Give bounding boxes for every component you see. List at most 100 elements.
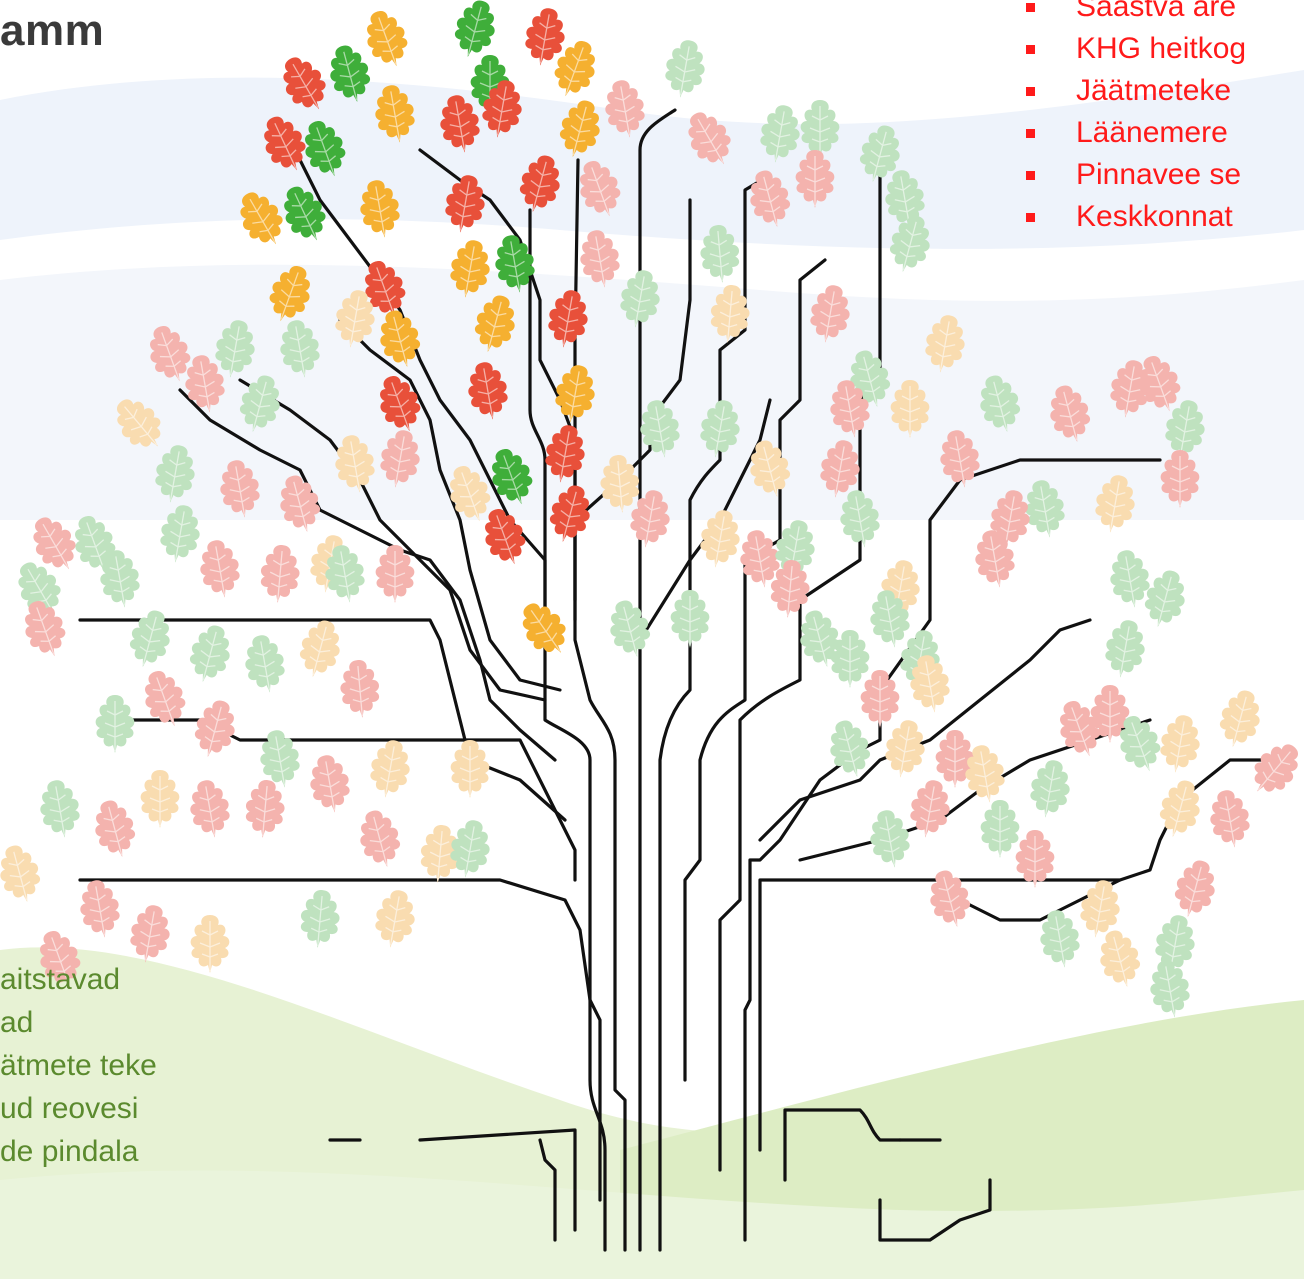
oak-leaf-icon — [280, 475, 321, 533]
oak-leaf-icon — [810, 285, 850, 343]
green-list-item: ad — [0, 1006, 34, 1039]
oak-leaf-icon — [190, 915, 230, 973]
oak-leaf-icon — [375, 890, 415, 948]
oak-leaf-icon — [1150, 960, 1190, 1018]
oak-leaf-icon — [150, 326, 191, 382]
page-title: amm — [0, 6, 105, 55]
oak-leaf-icon — [1165, 400, 1205, 458]
oak-leaf-icon — [770, 560, 810, 618]
oak-leaf-icon — [548, 290, 588, 348]
square-bullet-icon — [1026, 3, 1035, 12]
branch — [638, 398, 772, 642]
oak-leaf-icon — [1159, 780, 1200, 838]
oak-leaf-icon — [340, 660, 380, 718]
oak-leaf-icon — [555, 365, 595, 423]
oak-leaf-icon — [450, 466, 491, 522]
red-list-item: Jäätmeteke — [1026, 70, 1246, 112]
oak-leaf-icon — [140, 770, 180, 828]
oak-leaf-icon — [310, 755, 350, 813]
tree-leaves — [0, 0, 1298, 1018]
oak-leaf-icon — [335, 435, 375, 493]
branch — [538, 1138, 557, 1242]
oak-leaf-icon — [239, 375, 280, 433]
oak-leaf-icon — [1030, 760, 1070, 818]
oak-leaf-icon — [370, 740, 410, 798]
oak-leaf-icon — [245, 780, 285, 838]
oak-leaf-icon — [860, 670, 900, 728]
oak-leaf-icon — [40, 931, 81, 987]
oak-leaf-icon — [330, 45, 371, 103]
oak-leaf-icon — [240, 192, 283, 245]
oak-leaf-icon — [365, 261, 406, 317]
green-list-item: aitstavad — [0, 963, 121, 996]
oak-leaf-icon — [1155, 915, 1195, 973]
oak-leaf-icon — [367, 11, 408, 67]
branch — [238, 378, 547, 702]
oak-leaf-icon — [840, 490, 880, 548]
oak-leaf-icon — [450, 740, 490, 798]
oak-leaf-icon — [450, 240, 490, 298]
green-list-item: ud reovesi — [0, 1092, 139, 1125]
oak-leaf-icon — [160, 505, 200, 563]
oak-leaf-icon — [870, 590, 910, 648]
oak-leaf-icon — [885, 170, 925, 228]
branch — [718, 168, 882, 1172]
oak-leaf-icon — [305, 121, 346, 177]
oak-leaf-icon — [930, 870, 971, 928]
oak-leaf-icon — [155, 445, 195, 503]
green-indicator-list: aitstavad ad ätmete teke ud reovesi de p… — [0, 958, 157, 1173]
oak-leaf-icon — [549, 485, 590, 543]
oak-leaf-icon — [420, 825, 460, 883]
oak-leaf-icon — [100, 550, 140, 608]
oak-leaf-icon — [1095, 475, 1135, 533]
square-bullet-icon — [1026, 87, 1035, 96]
oak-leaf-icon — [830, 720, 871, 778]
oak-leaf-icon — [700, 225, 740, 283]
oak-leaf-icon — [800, 100, 840, 158]
oak-leaf-icon — [1025, 480, 1065, 538]
oak-leaf-icon — [760, 105, 800, 163]
branch — [573, 158, 627, 1252]
oak-leaf-icon — [605, 80, 645, 138]
oak-leaf-icon — [335, 290, 375, 348]
oak-leaf-icon — [700, 400, 740, 458]
oak-leaf-icon — [830, 630, 870, 688]
oak-leaf-icon — [522, 603, 566, 653]
branch — [338, 318, 562, 692]
oak-leaf-icon — [280, 320, 320, 378]
oak-leaf-icon — [1110, 550, 1150, 608]
oak-leaf-icon — [859, 125, 900, 183]
oak-leaf-icon — [129, 610, 170, 668]
oak-leaf-icon — [95, 695, 135, 753]
branch — [638, 108, 677, 1252]
oak-leaf-icon — [299, 620, 340, 678]
oak-leaf-icon — [925, 315, 965, 373]
oak-leaf-icon — [220, 460, 260, 518]
oak-leaf-icon — [1090, 685, 1130, 743]
oak-leaf-icon — [1210, 790, 1250, 848]
oak-leaf-icon — [190, 780, 230, 838]
oak-leaf-icon — [620, 270, 660, 328]
red-list-item: Pinnavee se — [1026, 154, 1246, 196]
oak-leaf-icon — [800, 610, 841, 668]
oak-leaf-icon — [750, 440, 791, 498]
oak-leaf-icon — [75, 516, 116, 572]
oak-leaf-icon — [117, 399, 161, 447]
oak-leaf-icon — [1100, 930, 1141, 988]
oak-leaf-icon — [545, 425, 585, 483]
oak-leaf-icon — [145, 671, 186, 727]
oak-leaf-icon — [95, 800, 136, 858]
oak-leaf-icon — [1174, 860, 1215, 918]
oak-leaf-icon — [1080, 880, 1120, 938]
oak-leaf-icon — [820, 440, 860, 498]
branch — [743, 458, 1162, 1242]
red-list-item: Säästva are — [1026, 0, 1246, 28]
square-bullet-icon — [1026, 45, 1035, 54]
oak-leaf-icon — [795, 150, 835, 208]
oak-leaf-icon — [525, 8, 565, 66]
oak-leaf-icon — [375, 85, 415, 143]
red-list-item: KHG heitkog — [1026, 28, 1246, 70]
square-bullet-icon — [1026, 129, 1035, 138]
square-bullet-icon — [1026, 171, 1035, 180]
oak-leaf-icon — [980, 375, 1021, 433]
